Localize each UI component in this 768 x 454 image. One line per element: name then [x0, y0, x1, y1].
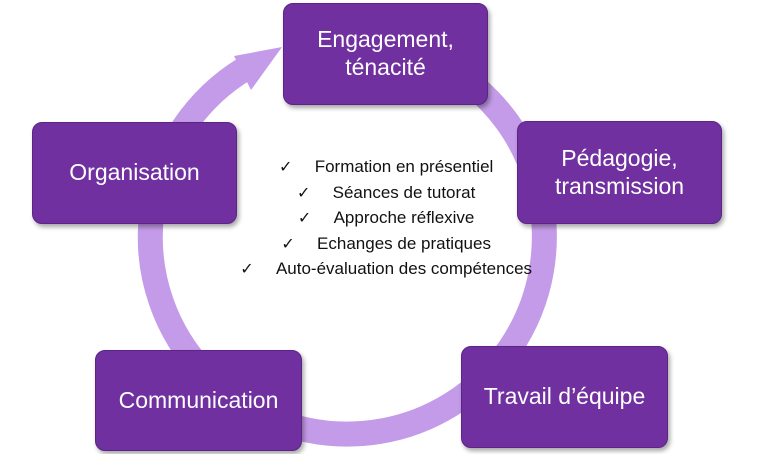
- checklist-item: ✓ Séances de tutorat: [205, 180, 565, 206]
- cycle-arrowhead: [234, 47, 282, 90]
- node-travail-equipe-label: Travail d’équipe: [483, 383, 646, 410]
- center-checklist: ✓Formation en présentiel ✓Séances de tut…: [205, 154, 565, 282]
- check-icon: ✓: [296, 182, 311, 202]
- node-organisation-label: Organisation: [69, 159, 200, 186]
- node-travail-equipe: Travail d’équipe: [461, 346, 668, 448]
- checklist-item: ✓ Echanges de pratiques: [205, 231, 565, 257]
- checklist-item-text: Formation en présentiel: [314, 157, 494, 176]
- checklist-item: ✓ Auto-évaluation des compétences: [205, 256, 565, 282]
- node-communication: Communication: [95, 350, 302, 451]
- node-pedagogie-label: Pédagogie, transmission: [554, 144, 685, 199]
- checklist-item: ✓ Formation en présentiel: [205, 154, 565, 180]
- node-pedagogie: Pédagogie, transmission: [517, 121, 722, 224]
- checklist-item-text: Séances de tutorat: [332, 182, 476, 202]
- check-icon: ✓: [297, 208, 312, 227]
- check-icon: ✓: [279, 157, 293, 176]
- node-organisation: Organisation: [32, 122, 237, 224]
- node-engagement-label: Engagement, ténacité: [317, 26, 454, 80]
- checklist-item-text: Echanges de pratiques: [317, 233, 491, 253]
- node-communication-label: Communication: [118, 386, 279, 413]
- checklist-item: ✓ Approche réflexive: [205, 205, 565, 231]
- checklist-item-text: Approche réflexive: [333, 208, 475, 227]
- node-engagement: Engagement, ténacité: [283, 3, 488, 105]
- checklist-item-text: Auto-évaluation des compétences: [275, 259, 533, 278]
- check-icon: ✓: [281, 233, 295, 253]
- check-icon: ✓: [240, 259, 254, 278]
